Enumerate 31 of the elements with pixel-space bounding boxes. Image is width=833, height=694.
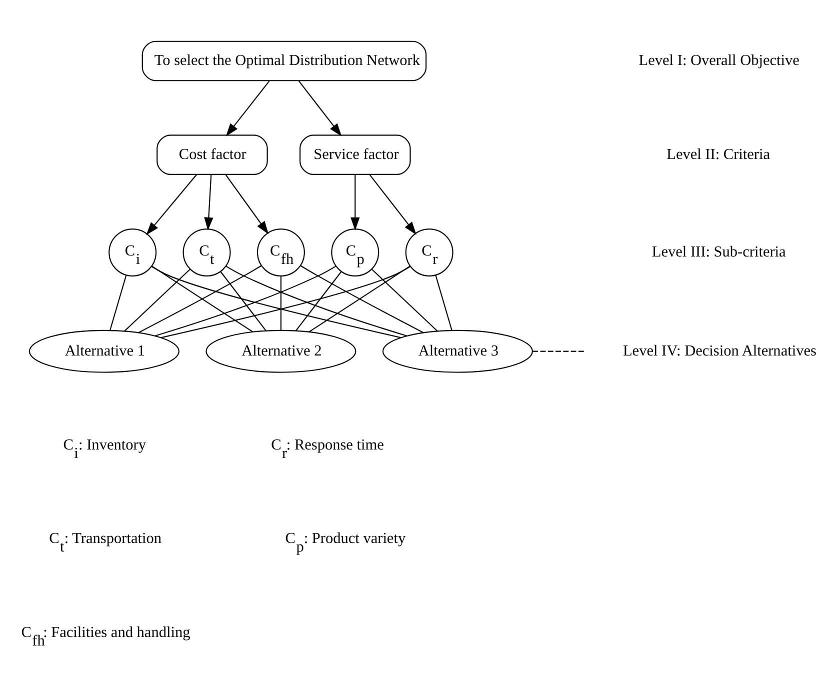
connector — [226, 265, 407, 336]
node-ellipse: Alternative 3 — [382, 329, 533, 372]
connector — [154, 265, 336, 336]
node-ellipse: Alternative 2 — [206, 329, 356, 372]
connector — [295, 270, 342, 331]
arrow — [350, 174, 360, 230]
arrow — [369, 174, 416, 234]
node-box: Cost factor — [156, 134, 268, 175]
connector — [152, 265, 254, 332]
node-box: To select the Optimal Distribution Network — [142, 40, 427, 81]
arrow — [226, 80, 270, 136]
label: Level III: Sub-criteria — [652, 243, 786, 260]
connector — [280, 275, 282, 330]
arrow — [225, 174, 269, 234]
connector — [532, 350, 586, 352]
label: Level II: Criteria — [666, 145, 770, 162]
label: Level I: Overall Objective — [638, 52, 800, 69]
arrow — [146, 174, 197, 235]
arrow — [298, 80, 342, 136]
connector — [372, 268, 438, 332]
node-ellipse: Alternative 1 — [28, 329, 180, 372]
node-box: Service factor — [299, 134, 411, 175]
label: Level IV: Decision Alternatives — [622, 342, 816, 359]
connector — [300, 264, 424, 333]
connector — [435, 274, 452, 330]
connector — [220, 270, 266, 331]
arrow — [204, 174, 214, 230]
connector — [308, 265, 410, 332]
connector — [138, 264, 262, 333]
connector — [124, 268, 190, 332]
connector — [110, 274, 127, 330]
